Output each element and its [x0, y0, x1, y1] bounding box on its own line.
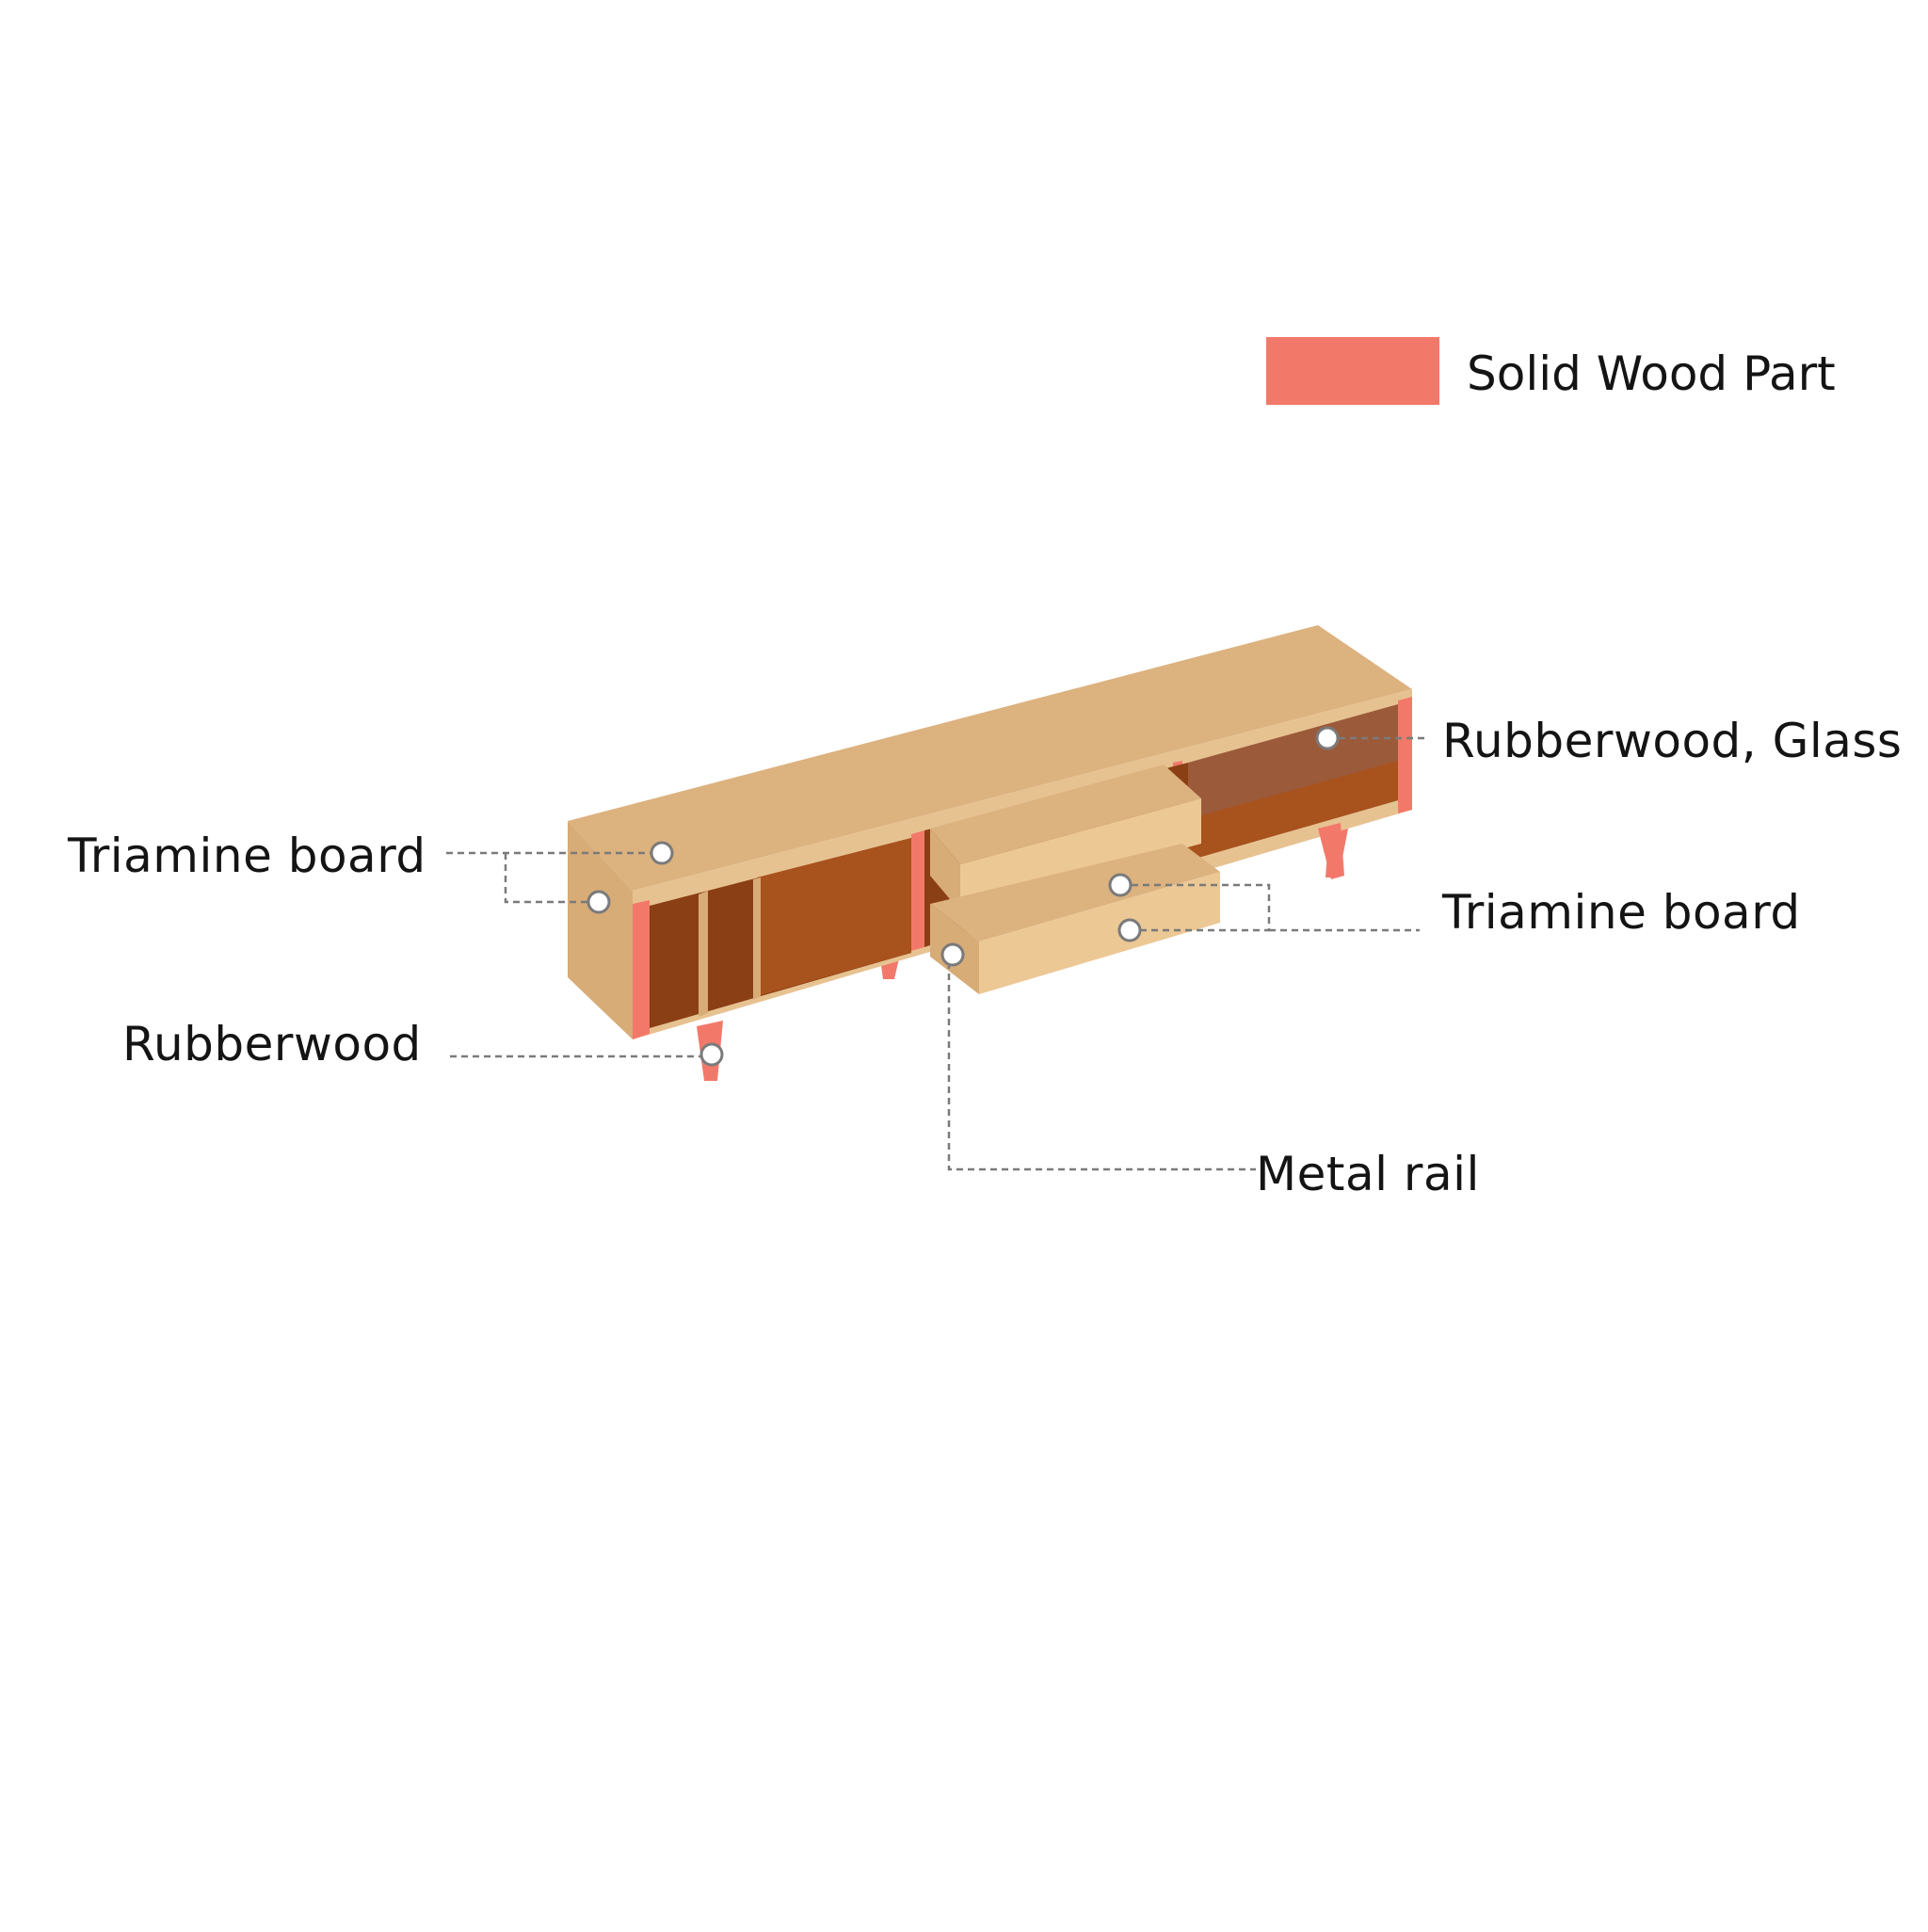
label-rubberwood-glass: Rubberwood, Glass — [1442, 714, 1903, 768]
left-compartment-back — [757, 838, 911, 996]
dot-upper-drawer — [1108, 873, 1133, 897]
leader-drawers — [1120, 883, 1271, 932]
glass-shelf-floor — [1188, 761, 1398, 861]
dot-legs — [699, 1042, 724, 1067]
label-triamine-board-right: Triamine board — [1442, 885, 1801, 940]
dot-top-left — [650, 841, 674, 865]
dot-side-left — [586, 890, 611, 914]
lower-drawer-front — [979, 872, 1220, 994]
label-metal-rail: Metal rail — [1256, 1147, 1480, 1201]
dot-glass — [1315, 726, 1340, 750]
left-solid-strip — [633, 900, 650, 1039]
left-side-panel — [568, 821, 633, 1039]
dot-rail — [940, 942, 965, 967]
leader-top-left-bracket — [504, 853, 599, 904]
left-divider-1 — [699, 891, 708, 1017]
label-rubberwood-legs: Rubberwood — [122, 1017, 422, 1071]
upper-drawer-top — [930, 765, 1201, 864]
callout-dots — [586, 726, 1340, 1067]
legend-label: Solid Wood Part — [1467, 346, 1836, 401]
cabinet-top — [568, 625, 1412, 891]
center-solid-divider — [911, 830, 924, 951]
label-triamine-board-left: Triamine board — [68, 829, 426, 883]
upper-drawer-side — [930, 829, 960, 911]
dot-lower-drawer — [1117, 918, 1142, 942]
left-divider-2 — [753, 877, 761, 1000]
right-solid-strip — [1398, 697, 1412, 813]
legend-swatch — [1266, 337, 1439, 405]
lower-drawer-top — [930, 844, 1220, 942]
front-leg-right — [1318, 823, 1344, 879]
